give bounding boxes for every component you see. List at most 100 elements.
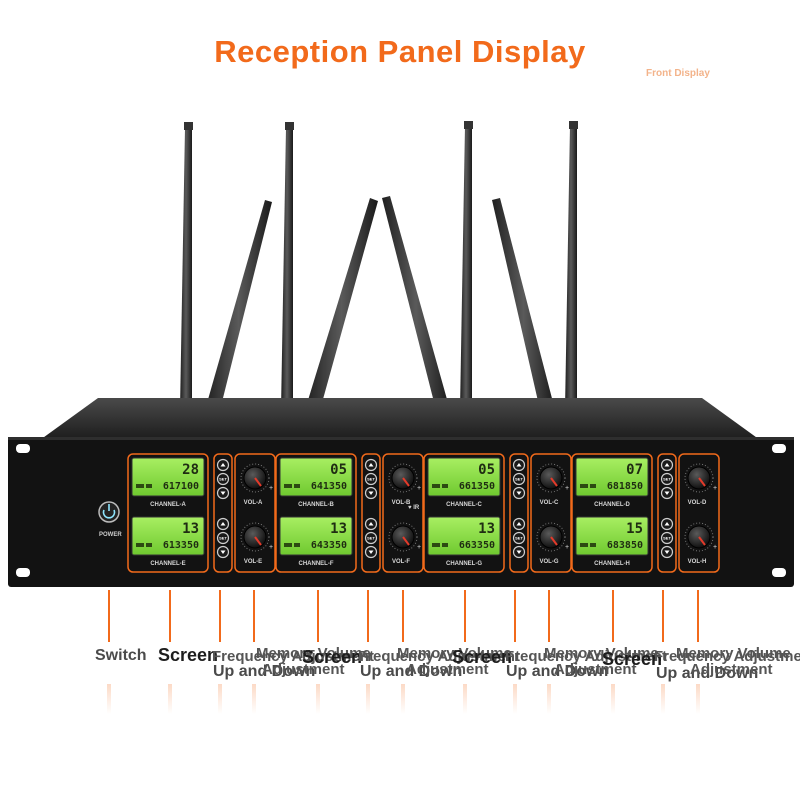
callout-line [402, 590, 404, 642]
screen-group-frame [571, 453, 653, 573]
down-arrow-icon [368, 550, 374, 554]
set-button[interactable] [660, 472, 674, 486]
callout-lines [107, 590, 700, 714]
antenna [305, 198, 378, 410]
frequency-readout: 641350 [311, 481, 347, 492]
antenna [382, 196, 450, 410]
callout-adj-1: Adjustment [262, 661, 345, 678]
signal-bar-icon [432, 543, 440, 547]
callout-line [697, 590, 699, 642]
up-arrow-icon [516, 522, 522, 526]
callout-line-shadow [463, 684, 467, 714]
callout-adj-3: Adjustment [554, 661, 637, 678]
callout-line-shadow [401, 684, 405, 714]
antenna [180, 128, 192, 410]
plus-mark: + [269, 544, 273, 551]
set-button[interactable] [364, 472, 378, 486]
button-column-frame [657, 453, 677, 573]
callout-line-shadow [107, 684, 111, 714]
screen-group-frame [275, 453, 357, 573]
callout-line-shadow [316, 684, 320, 714]
up-arrow-icon [368, 522, 374, 526]
rack-hole [16, 444, 30, 453]
up-arrow-icon [220, 522, 226, 526]
plus-mark: + [269, 485, 273, 492]
knob-scale [388, 522, 418, 552]
callout-adj-2: Adjustment [406, 661, 489, 678]
signal-bar-icon [284, 543, 292, 547]
battery-icon [146, 543, 152, 547]
set-button[interactable] [660, 531, 674, 545]
callout-line-shadow [168, 684, 172, 714]
knob-scale [536, 522, 566, 552]
callout-line [548, 590, 550, 642]
volume-label: VOL-D [688, 500, 707, 506]
battery-icon [294, 484, 300, 488]
antennas [180, 121, 578, 410]
down-arrow-icon [368, 491, 374, 495]
callout-line-shadow [661, 684, 665, 714]
set-button[interactable] [216, 472, 230, 486]
knob-column-frame [678, 453, 720, 573]
set-button[interactable] [216, 531, 230, 545]
battery-icon [294, 543, 300, 547]
screen-group-frame [423, 453, 505, 573]
callout-mem-1: Memory Volume [256, 645, 371, 662]
frequency-readout: 613350 [163, 540, 199, 551]
down-arrow-icon [220, 491, 226, 495]
knob-scale [240, 522, 270, 552]
signal-bar-icon [432, 484, 440, 488]
antenna-tip [184, 122, 193, 130]
callout-line-shadow [696, 684, 700, 714]
volume-label: VOL-E [244, 559, 262, 565]
callout-mem-2: Memory Volume [397, 645, 512, 662]
callout-line [367, 590, 369, 642]
frequency-readout: 681850 [607, 481, 643, 492]
channel-number: 13 [182, 521, 199, 537]
frequency-readout: 663350 [459, 540, 495, 551]
callout-freq-3: Frequency Adjustment [505, 648, 667, 665]
plus-mark: + [713, 544, 717, 551]
channel-number: 13 [330, 521, 347, 537]
callout-line-shadow [547, 684, 551, 714]
set-button[interactable] [512, 531, 526, 545]
set-label: SET [367, 536, 375, 541]
knob-column-frame [234, 453, 276, 573]
knob-scale [684, 463, 714, 493]
channel-number: 13 [478, 521, 495, 537]
down-arrow-icon [664, 550, 670, 554]
callout-line [612, 590, 614, 642]
volume-label: VOL-A [244, 500, 263, 506]
battery-icon [442, 484, 448, 488]
frequency-readout: 683850 [607, 540, 643, 551]
knob-column-frame [530, 453, 572, 573]
channel-label: CHANNEL-C [446, 502, 482, 508]
callout-mem-4: Memory Volume [676, 645, 791, 662]
antenna-tip [285, 122, 294, 130]
set-button[interactable] [364, 531, 378, 545]
knob-indicator [698, 477, 706, 487]
signal-bar-icon [136, 484, 144, 488]
set-button[interactable] [512, 472, 526, 486]
callout-screen-3: Screen [452, 647, 513, 667]
frequency-readout: 617100 [163, 481, 199, 492]
channel-number: 05 [330, 462, 347, 478]
channel-label: CHANNEL-H [594, 561, 630, 567]
rack-hole [16, 568, 30, 577]
rack-hole [772, 444, 786, 453]
callout-switch: Switch [95, 647, 147, 664]
up-arrow-icon [664, 522, 670, 526]
callout-line [514, 590, 516, 642]
power-icon [102, 509, 116, 519]
callout-line-shadow [513, 684, 517, 714]
signal-bar-icon [580, 484, 588, 488]
power-button[interactable] [98, 501, 120, 523]
knob-scale [240, 463, 270, 493]
callout-line-shadow [366, 684, 370, 714]
knob-indicator [254, 536, 262, 546]
channel-number: 15 [626, 521, 643, 537]
knob-indicator [550, 536, 558, 546]
set-label: SET [219, 477, 227, 482]
volume-label: VOL-G [540, 559, 559, 565]
